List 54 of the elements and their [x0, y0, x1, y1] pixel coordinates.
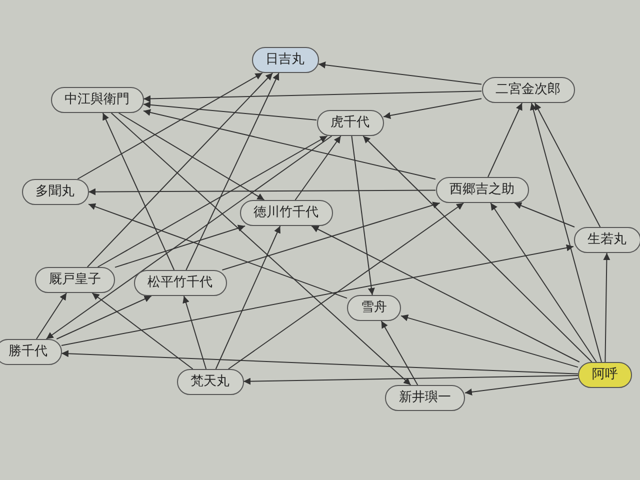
arrow — [143, 109, 436, 180]
arrow — [400, 314, 578, 368]
arrow — [102, 112, 175, 270]
arrow — [92, 292, 194, 370]
name-pill: 新井璵一 — [385, 385, 465, 411]
name-pill: 松平竹千代 — [134, 270, 226, 296]
arrow — [46, 136, 332, 340]
name-pill: 中江與衛門 — [50, 87, 144, 113]
arrow — [530, 102, 602, 362]
arrow — [464, 378, 578, 396]
arrow — [114, 224, 246, 268]
arrow — [228, 202, 464, 370]
arrow — [86, 72, 274, 268]
name-pill: 阿呼 — [578, 362, 632, 388]
name-pill: 梵天丸 — [176, 369, 244, 395]
name-pill: 二宮金次郎 — [482, 77, 574, 103]
name-pill: 勝千代 — [0, 339, 62, 365]
arrow — [118, 112, 265, 200]
arrow — [97, 136, 328, 268]
arrow — [362, 136, 592, 362]
name-pill: 厩戸皇子 — [35, 267, 115, 293]
arrow — [243, 374, 578, 385]
arrow — [534, 102, 601, 228]
name-pill: 生若丸 — [574, 227, 640, 253]
arrow — [380, 320, 418, 386]
name-pill: 虎千代 — [316, 110, 384, 136]
arrow — [110, 112, 412, 386]
arrow — [514, 202, 575, 228]
arrow — [61, 244, 574, 346]
arrow — [56, 296, 152, 340]
arrow — [77, 72, 263, 180]
arrow — [36, 292, 68, 340]
arrow — [487, 102, 523, 178]
name-pill: 徳川竹千代 — [240, 200, 332, 226]
name-pill: 雪舟 — [347, 295, 401, 321]
arrow — [318, 62, 482, 85]
arrow — [294, 136, 342, 200]
arrow — [383, 98, 482, 119]
arrow — [490, 202, 597, 362]
arrow — [186, 72, 280, 270]
arrow — [222, 202, 440, 270]
arrow — [603, 252, 610, 362]
name-pill: 日吉丸 — [252, 47, 318, 73]
arrow — [143, 90, 482, 102]
arrow — [311, 226, 580, 362]
arrow — [215, 226, 281, 370]
arrow — [88, 203, 348, 299]
name-pill: 西郷吉之助 — [436, 177, 528, 203]
arrow — [143, 101, 317, 120]
arrow — [61, 350, 578, 374]
arrow — [88, 188, 436, 196]
name-pill: 多聞丸 — [22, 179, 88, 205]
arrow — [182, 296, 207, 370]
arrow — [351, 136, 375, 296]
